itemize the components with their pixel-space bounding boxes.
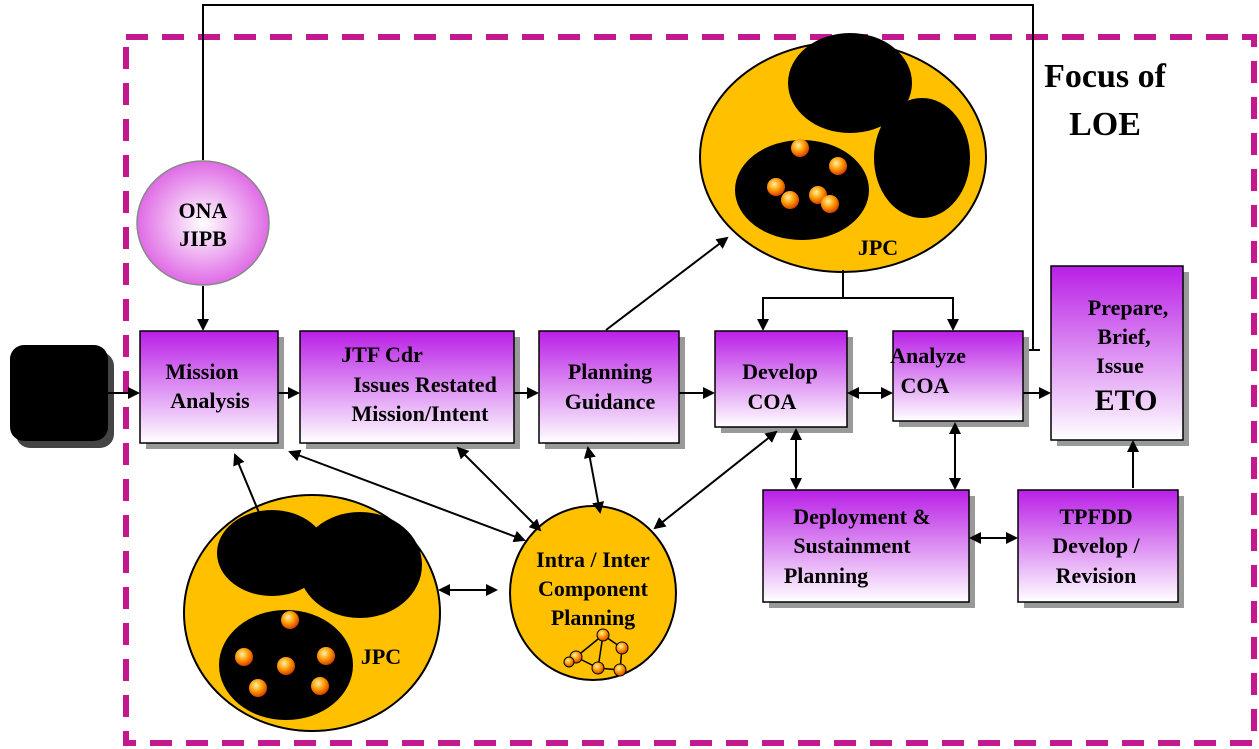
box-deployment: Deployment & Sustainment Planning xyxy=(762,489,975,608)
network-icon xyxy=(563,628,629,677)
feedback-line xyxy=(202,4,1034,350)
tpfdd-line2: Develop / xyxy=(1052,533,1140,558)
focus-label-line2: LOE xyxy=(1069,106,1141,143)
jtf-line1: JTF Cdr xyxy=(341,342,423,367)
mission-line2: Analysis xyxy=(170,388,250,413)
jpc-top-black-1 xyxy=(788,33,912,133)
box-mission-analysis: Mission Analysis xyxy=(139,330,284,449)
jpc-top-balls xyxy=(767,139,847,213)
intra-label-line1: Intra / Inter xyxy=(536,547,650,572)
prepare-line4: ETO xyxy=(1095,384,1158,417)
ona-label-line1: ONA xyxy=(179,198,228,223)
planning-line1: Planning xyxy=(568,359,652,384)
tpfdd-line3: Revision xyxy=(1056,563,1137,588)
tpfdd-line1: TPFDD xyxy=(1059,504,1132,529)
deployment-line2: Sustainment xyxy=(793,533,911,558)
box-jtf-cdr: JTF Cdr Issues Restated Mission/Intent xyxy=(299,330,520,449)
focus-border xyxy=(123,34,1257,746)
jpc-bottom-label: JPC xyxy=(361,644,401,669)
ona-jipb-circle xyxy=(136,160,270,286)
mission-line1: Mission xyxy=(165,359,238,384)
jpc-top-label: JPC xyxy=(858,235,898,260)
develop-line2: COA xyxy=(748,389,797,414)
analyze-line2: COA xyxy=(901,373,950,398)
prepare-line2: Brief, xyxy=(1097,324,1150,349)
jtf-line2: Issues Restated xyxy=(353,372,497,397)
jpc-top-black-2 xyxy=(874,98,970,218)
focus-label-line1: Focus of xyxy=(1044,58,1167,95)
planning-line2: Guidance xyxy=(565,389,656,414)
jpc-bottom-black-2 xyxy=(298,512,422,618)
deployment-line1: Deployment & xyxy=(793,504,930,529)
prepare-line1: Prepare, xyxy=(1088,295,1168,320)
start-box xyxy=(10,345,108,441)
box-prepare-eto: Prepare, Brief, Issue ETO xyxy=(1050,265,1189,446)
deployment-line3: Planning xyxy=(784,563,868,588)
analyze-line1: Analyze xyxy=(890,343,966,368)
develop-line1: Develop xyxy=(742,359,818,384)
jtf-line3: Mission/Intent xyxy=(352,401,490,426)
intra-label-line2: Component xyxy=(538,576,649,601)
box-analyze-coa: Analyze COA xyxy=(890,330,1029,427)
flow-arrows xyxy=(108,236,1139,596)
ona-label-line2: JIPB xyxy=(179,226,227,251)
intra-label-line3: Planning xyxy=(551,605,635,630)
jpc-bottom-balls xyxy=(235,611,335,697)
box-planning-guidance: Planning Guidance xyxy=(538,330,685,449)
prepare-line3: Issue xyxy=(1096,353,1144,378)
box-tpfdd: TPFDD Develop / Revision xyxy=(1017,489,1184,608)
box-develop-coa: Develop COA xyxy=(714,330,853,433)
